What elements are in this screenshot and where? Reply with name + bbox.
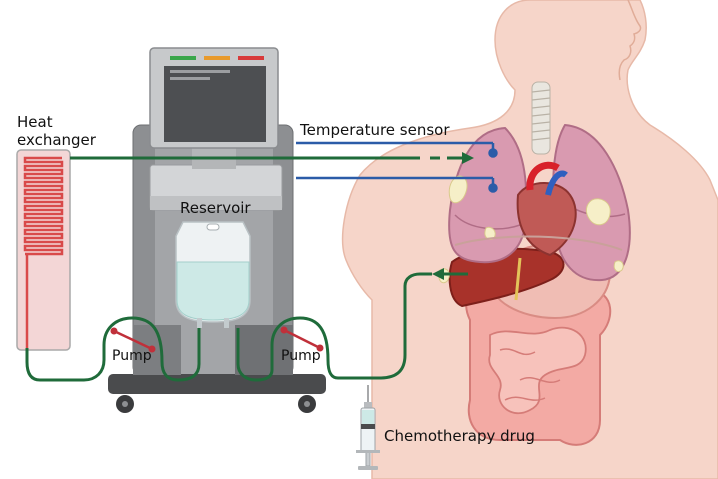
aorta: [526, 161, 560, 191]
syringe-icon: [356, 385, 380, 470]
screen-line: [170, 77, 210, 80]
label-pump-right: Pump: [281, 348, 321, 364]
pump-rotor-right-end: [280, 326, 288, 334]
label-reservoir: Reservoir: [180, 199, 251, 217]
human-torso: [341, 0, 718, 479]
sensor-probe-lower: [488, 183, 498, 193]
arrow-into-body: [462, 152, 474, 164]
bag-fluid: [176, 261, 250, 321]
arrow-out-of-body: [432, 268, 444, 280]
machine-base: [108, 374, 326, 394]
screen-line: [170, 70, 230, 73]
syringe-plunger-head: [361, 424, 375, 429]
tubing-circuit: [25, 156, 462, 382]
exchanger-coil: [23, 156, 64, 348]
trachea-rings: [531, 89, 551, 141]
label-pump-left: Pump: [112, 348, 152, 364]
status-bar-orange: [204, 56, 230, 60]
pump-rotor-right-end: [316, 344, 324, 352]
tube-reservoir-to-pump: [25, 316, 201, 382]
gallbladder-vessel: [514, 257, 522, 301]
wheels: [116, 395, 316, 413]
small-intestine: [488, 326, 587, 415]
label-heat-exchanger-line2: exchanger: [17, 131, 97, 149]
bag-port-left: [197, 318, 202, 328]
pump-rotor-right: [283, 328, 321, 350]
perfusion-machine: [108, 47, 326, 413]
vena-cava: [545, 170, 568, 196]
machine-shelf-lip: [150, 196, 282, 210]
tube-return-to-pump: [236, 316, 407, 382]
iv-bag-icon: [175, 221, 251, 328]
pump-rotor-left: [113, 329, 153, 351]
pump-rotor-left-end: [148, 345, 156, 353]
trachea: [531, 81, 551, 155]
sensor-probe-upper: [488, 148, 498, 158]
face-profile: [618, 0, 642, 81]
diaphragm: [454, 235, 623, 251]
flow-arrows: [432, 152, 474, 280]
tube-return-from-body: [403, 272, 432, 355]
wheel-left-hub: [122, 401, 128, 407]
tumor-spot: [585, 198, 611, 226]
syringe-hub: [364, 402, 372, 408]
syringe-plunger-rod: [365, 451, 371, 467]
heat-exchanger-icon: [16, 149, 71, 351]
pump-icon: [110, 326, 324, 353]
wheel-right-hub: [304, 401, 310, 407]
label-chemotherapy-drug: Chemotherapy drug: [384, 427, 535, 445]
syringe-flange: [356, 450, 380, 453]
pump-rotor-left-end: [110, 327, 118, 335]
status-bar-red: [238, 56, 264, 60]
bag-port-right: [224, 318, 229, 328]
temperature-sensor-wires: [296, 141, 498, 193]
intestine-folds: [499, 348, 561, 401]
bag-hanger: [206, 223, 220, 231]
syringe-fluid: [362, 410, 374, 424]
label-heat-exchanger-line1: Heat: [17, 113, 53, 131]
tumor-spots: [438, 175, 624, 284]
status-bar-green: [170, 56, 196, 60]
syringe-thumb-rest: [358, 466, 378, 470]
tumor-spot: [613, 260, 624, 273]
label-temperature-sensor: Temperature sensor: [299, 121, 450, 139]
